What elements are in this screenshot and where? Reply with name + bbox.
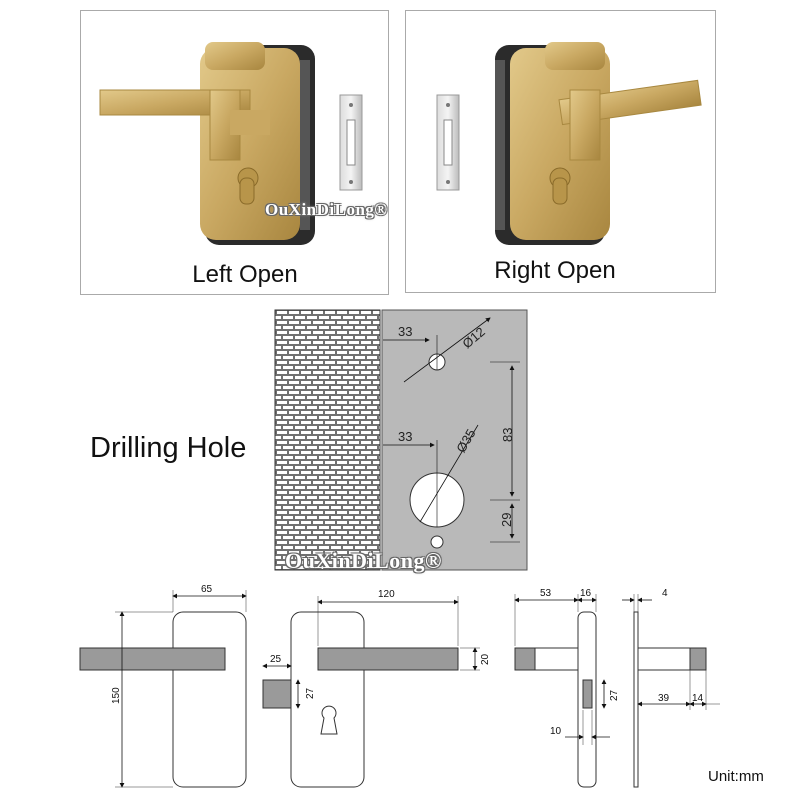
drill-dim-33-top: 33: [398, 324, 412, 339]
watermark-top: OuXinDiLong®: [265, 200, 388, 219]
dim-20: 20: [480, 653, 491, 665]
drilling-diagram: 33 Ø12 33 Ø35 83 29: [274, 309, 528, 571]
drilling-hole-label: Drilling Hole: [90, 432, 247, 464]
dim-27-side: 27: [609, 689, 620, 701]
dim-14: 14: [692, 693, 704, 704]
dim-120: 120: [378, 589, 395, 600]
dim-150: 150: [111, 687, 122, 704]
dim-25: 25: [270, 654, 282, 665]
drill-dim-83: 83: [500, 428, 515, 442]
dim-27-back: 27: [305, 687, 316, 699]
right-lock-image: [436, 42, 702, 245]
dim-16: 16: [580, 588, 592, 599]
dim-4: 4: [662, 588, 668, 599]
dim-65: 65: [201, 584, 213, 595]
drill-dim-29: 29: [499, 513, 514, 527]
dim-39: 39: [658, 693, 670, 704]
right-open-caption: Right Open: [494, 257, 616, 284]
drill-dim-33-mid: 33: [398, 429, 412, 444]
front-view-drawing: [79, 590, 247, 788]
left-open-caption: Left Open: [192, 261, 298, 288]
dim-10: 10: [550, 726, 562, 737]
back-view-drawing: [262, 596, 480, 788]
side-view-drawing: [514, 594, 720, 788]
unit-label: Unit:mm: [708, 768, 764, 785]
watermark-drill: OuXinDiLong®: [285, 548, 442, 573]
dim-53: 53: [540, 588, 552, 599]
left-lock-image: [99, 42, 363, 245]
